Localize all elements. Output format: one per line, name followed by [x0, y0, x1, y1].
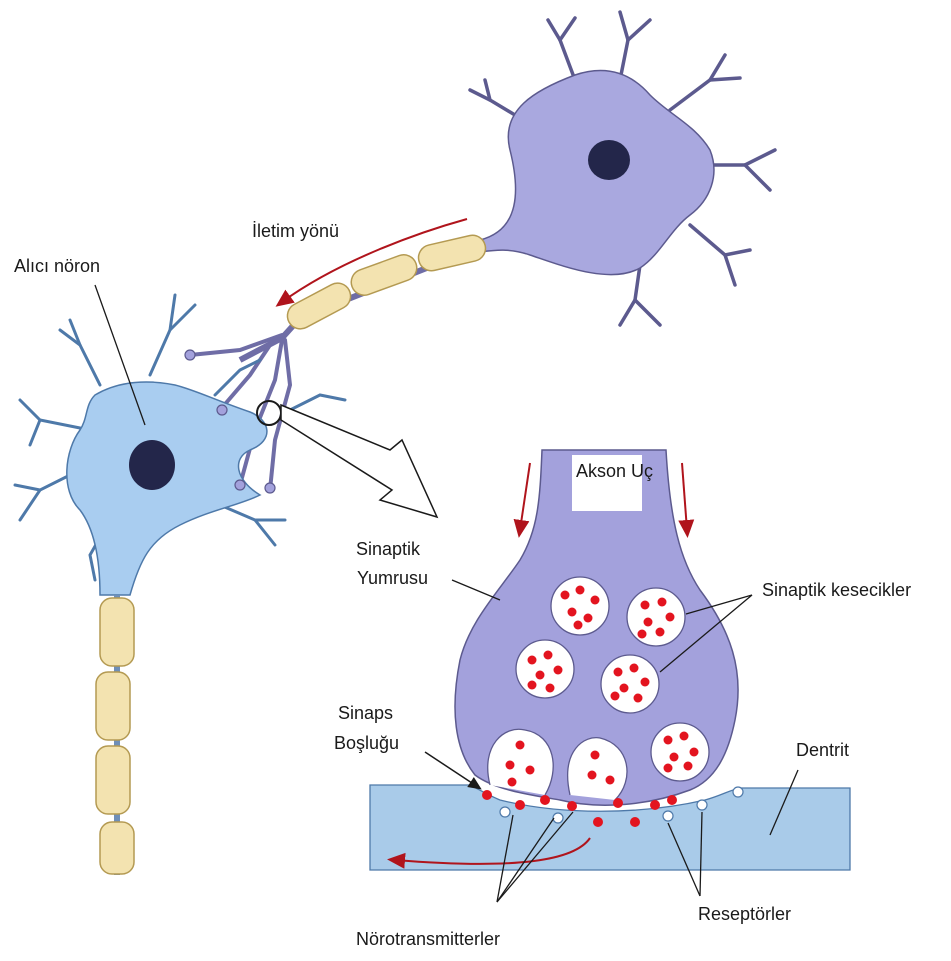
myelin-sheath	[286, 282, 352, 330]
conduction-arrow	[275, 218, 468, 307]
sending-neuron-dendrites	[468, 10, 777, 327]
label-synaptic-knob-line1: Sinaptik	[356, 539, 421, 559]
vesicle	[650, 722, 710, 782]
label-neurotransmitters: Nörotransmitterler	[356, 929, 500, 949]
receptors-group	[499, 786, 744, 824]
myelin-sheath	[99, 821, 135, 875]
cleft-pointer	[424, 751, 482, 790]
label-dendrite: Dentrit	[796, 740, 849, 760]
vesicle-fusing	[567, 737, 628, 801]
vesicle	[626, 587, 686, 647]
vesicle	[600, 654, 660, 714]
leader-lines	[94, 284, 799, 903]
receiving-neuron-nucleus	[129, 440, 175, 490]
label-axon-terminal: Akson Uç	[576, 461, 653, 481]
axon-terminal-knobs	[184, 349, 276, 494]
myelin-sheath	[95, 745, 131, 815]
receptor	[696, 799, 708, 811]
receptor	[552, 812, 564, 824]
myelin-sheath	[95, 671, 131, 741]
myelin-sheath	[99, 597, 135, 667]
dendrite-flow-arrow	[387, 837, 591, 869]
label-backdrop	[572, 455, 642, 511]
label-receiving-neuron: Alıcı nöron	[14, 256, 100, 276]
zoom-arrow	[280, 403, 439, 519]
label-synaptic-cleft-line2: Boşluğu	[334, 733, 399, 753]
terminal-arrow-right	[678, 462, 695, 538]
label-conduction-direction: İletim yönü	[252, 221, 339, 241]
sending-neuron-nucleus	[588, 140, 630, 180]
label-synaptic-knob-line2: Yumrusu	[357, 568, 428, 588]
receiving-neuron-body	[66, 381, 268, 596]
vesicle	[515, 639, 575, 699]
myelin-sheath	[417, 234, 487, 272]
label-receptors: Reseptörler	[698, 904, 791, 924]
terminal-arrow-left	[513, 462, 531, 538]
neurotransmitter-dots	[482, 585, 699, 827]
receptor	[662, 810, 674, 822]
label-synaptic-vesicles: Sinaptik kesecikler	[762, 580, 911, 600]
receiving-neuron	[13, 293, 347, 875]
vesicle-fusing	[487, 728, 554, 796]
myelin-sheath	[350, 254, 418, 296]
sending-neuron	[468, 10, 777, 327]
receptor	[732, 786, 744, 798]
label-synaptic-cleft-line1: Sinaps	[338, 703, 393, 723]
receptor	[499, 806, 511, 818]
